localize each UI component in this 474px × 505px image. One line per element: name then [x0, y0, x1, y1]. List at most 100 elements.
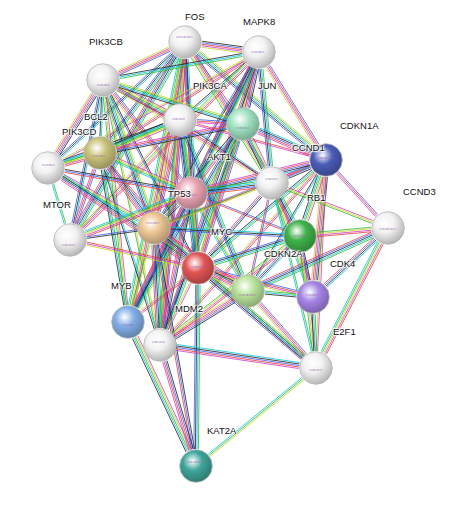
sphere-body [180, 450, 213, 483]
protein-sphere [143, 328, 177, 362]
interaction-edge [212, 272, 234, 286]
sphere-body [84, 137, 117, 170]
evidence-line [174, 300, 233, 336]
evidence-line [265, 238, 374, 287]
protein-sphere [299, 351, 333, 385]
protein-sphere [168, 25, 202, 59]
interaction-edge [173, 297, 235, 338]
evidence-line [283, 197, 295, 220]
evidence-line [117, 47, 168, 71]
protein-sphere [226, 107, 260, 141]
sphere-body [169, 26, 202, 59]
evidence-line [279, 199, 291, 222]
evidence-line [339, 172, 378, 215]
evidence-line [119, 50, 170, 74]
evidence-line [262, 232, 371, 281]
interaction-edge [170, 172, 316, 334]
interaction-edge [321, 242, 383, 355]
sphere-body [54, 224, 87, 257]
protein-label: E2F1 [333, 326, 356, 337]
structure-icon [62, 245, 75, 246]
evidence-line [120, 56, 243, 78]
structure-icon [310, 370, 323, 371]
protein-sphere [231, 274, 265, 308]
structure-icon [266, 179, 279, 180]
evidence-line [266, 68, 315, 147]
protein-label: PIK3CD [62, 126, 96, 137]
protein-label: MAPK8 [243, 16, 275, 27]
structure-icon [152, 342, 165, 343]
evidence-line [322, 242, 378, 352]
evidence-line [260, 303, 305, 355]
evidence-line [116, 128, 165, 148]
evidence-line [168, 237, 304, 355]
structure-icon [317, 158, 334, 159]
evidence-line [324, 243, 380, 353]
sphere-body [182, 252, 215, 285]
evidence-line [259, 304, 304, 356]
evidence-line [86, 245, 181, 266]
sphere-body [32, 152, 65, 185]
evidence-line [317, 227, 371, 232]
protein-sphere [137, 211, 171, 245]
protein-node: MDM2 [143, 328, 177, 362]
protein-label: FOS [185, 11, 205, 22]
protein-label: MDM2 [175, 303, 203, 314]
sphere-body [138, 212, 171, 245]
evidence-line [190, 210, 194, 251]
interaction-edge [176, 345, 299, 369]
sphere-body [300, 352, 333, 385]
protein-sphere [163, 103, 197, 137]
interaction-edge [132, 244, 150, 306]
structure-icon [187, 462, 204, 463]
protein-node: FOS [168, 25, 202, 59]
structure-icon [172, 119, 185, 120]
evidence-line [120, 55, 243, 77]
protein-node: CDK4 [296, 280, 330, 314]
structure-icon [237, 128, 250, 129]
evidence-line [87, 244, 182, 265]
sphere-body [227, 108, 260, 141]
evidence-line [167, 361, 193, 449]
evidence-line [213, 276, 232, 285]
evidence-line [166, 240, 302, 358]
protein-label: AKT1 [207, 151, 231, 162]
protein-label: JUN [258, 80, 276, 91]
protein-label: CDKN1A [340, 120, 379, 131]
evidence-line [303, 253, 309, 281]
protein-node: TP53 [137, 211, 171, 245]
evidence-line [64, 155, 83, 161]
evidence-line [251, 199, 268, 274]
interaction-edge [165, 237, 304, 358]
sphere-body [164, 104, 197, 137]
evidence-line [326, 244, 382, 354]
protein-sphere [296, 280, 330, 314]
interaction-edge [265, 291, 296, 297]
evidence-line [87, 230, 137, 237]
evidence-line [174, 299, 233, 335]
protein-label: PIK3CA [193, 80, 227, 91]
sphere-body [243, 36, 276, 69]
protein-label: TP53 [168, 188, 191, 199]
sphere-body [284, 220, 317, 253]
evidence-line [208, 185, 255, 191]
evidence-line [288, 189, 372, 222]
sphere-body [144, 329, 177, 362]
interaction-edge [201, 41, 242, 52]
protein-node: PIK3CB [86, 63, 120, 97]
protein-label: RB1 [307, 192, 325, 203]
evidence-line [177, 349, 299, 367]
sphere-body [372, 212, 405, 245]
interaction-edge [86, 242, 181, 266]
evidence-line [115, 162, 175, 188]
evidence-line [177, 347, 299, 365]
evidence-line [166, 361, 192, 449]
protein-label: CCND3 [403, 186, 436, 197]
structure-icon [239, 295, 256, 296]
sphere-body [112, 306, 145, 339]
evidence-line [287, 191, 371, 224]
protein-label: PIK3CB [89, 36, 123, 47]
evidence-line [280, 198, 292, 221]
structure-icon [306, 295, 319, 296]
